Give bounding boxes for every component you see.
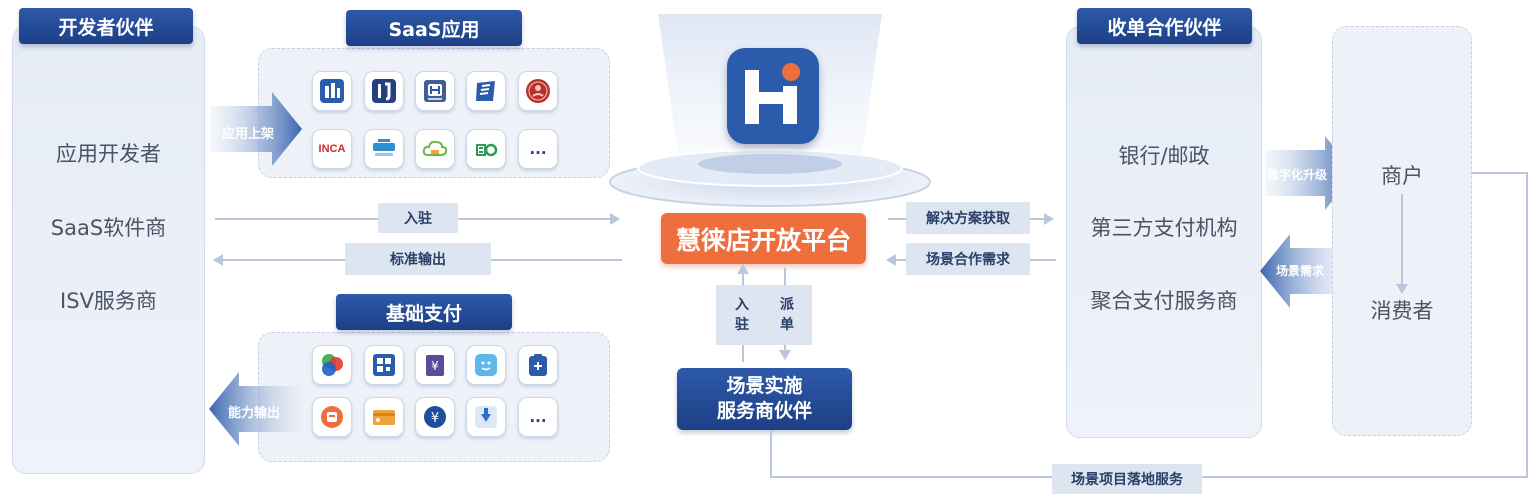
scene-partner-box: 场景实施 服务商伙伴 — [677, 368, 852, 430]
join-flow-arrowhead — [610, 213, 620, 225]
merchant-consumer-line — [1401, 194, 1403, 286]
platform-logo — [727, 48, 819, 144]
basic-payment-header: 基础支付 — [336, 294, 512, 330]
svg-text:¥: ¥ — [431, 359, 439, 373]
scene-coop-arrowhead — [886, 254, 896, 266]
building-app-icon[interactable] — [312, 71, 352, 111]
acquiring-item-aggregator: 聚合支付服务商 — [1090, 289, 1238, 313]
project-service-line-top — [1452, 172, 1528, 174]
scene-partner-line2: 服务商伙伴 — [716, 400, 812, 422]
standard-output-label: 标准输出 — [345, 243, 491, 275]
vertical-join-arrowhead — [737, 264, 749, 274]
digital-upgrade-label: 数字化升级 — [1267, 168, 1328, 182]
join-label: 入驻 — [378, 203, 458, 233]
vertical-dispatch-label: 派 单 — [762, 285, 812, 345]
green-brand-app-icon[interactable] — [466, 129, 506, 169]
developer-item-saas-vendor: SaaS软件商 — [50, 216, 167, 240]
vertical-join-label: 入 驻 — [716, 285, 768, 345]
consumer-label: 消费者 — [1370, 299, 1434, 323]
receipt-icon[interactable] — [312, 397, 352, 437]
capability-output-label: 能力输出 — [228, 406, 281, 421]
scene-demand-label: 场景需求 — [1276, 264, 1325, 278]
inca-app-icon[interactable]: INCA — [312, 129, 352, 169]
scene-coop-label: 场景合作需求 — [906, 243, 1030, 275]
capability-output-arrow — [209, 372, 301, 446]
card-icon[interactable] — [364, 397, 404, 437]
download-icon[interactable] — [466, 397, 506, 437]
acquiring-partners-header: 收单合作伙伴 — [1077, 8, 1252, 44]
h-logo-icon — [745, 63, 800, 124]
developer-partners-header: 开发者伙伴 — [19, 8, 193, 44]
clipboard-plus-icon[interactable] — [518, 345, 558, 385]
acquiring-item-third-party: 第三方支付机构 — [1090, 216, 1238, 240]
merchant-label: 商户 — [1381, 164, 1423, 188]
acquiring-item-bank: 银行/邮政 — [1118, 144, 1210, 168]
rj-app-icon[interactable] — [364, 71, 404, 111]
face-pay-icon[interactable] — [466, 345, 506, 385]
inca-logo-text: INCA — [318, 143, 346, 155]
scene-demand-arrow — [1260, 234, 1350, 308]
qr-code-icon[interactable] — [364, 345, 404, 385]
project-service-line-right — [1526, 172, 1528, 478]
saas-apps-header: SaaS应用 — [346, 10, 522, 46]
yuan-coin-icon[interactable]: ¥ — [415, 397, 455, 437]
developer-partners-panel — [12, 26, 205, 474]
app-listing-arrow — [210, 92, 302, 166]
red-seal-app-icon[interactable] — [518, 71, 558, 111]
more-icon[interactable]: ... — [518, 129, 558, 169]
vertical-dispatch-arrowhead — [779, 350, 791, 360]
scene-partner-line1: 场景实施 — [726, 375, 803, 397]
solution-get-label: 解决方案获取 — [906, 202, 1030, 234]
platform-title: 慧徕店开放平台 — [661, 213, 866, 264]
standard-output-arrowhead — [213, 254, 223, 266]
more-icon[interactable]: ... — [518, 397, 558, 437]
multicolor-pay-icon[interactable] — [312, 345, 352, 385]
book-app-icon[interactable] — [466, 71, 506, 111]
developer-item-app-developer: 应用开发者 — [56, 142, 161, 166]
project-service-label: 场景项目落地服务 — [1052, 464, 1202, 494]
solution-get-arrowhead — [1044, 213, 1054, 225]
svg-text:¥: ¥ — [431, 411, 439, 426]
yuan-doc-icon[interactable]: ¥ — [415, 345, 455, 385]
app-listing-label: 应用上架 — [222, 127, 275, 142]
developer-item-isv: ISV服务商 — [60, 289, 157, 313]
huiguanjia-app-icon[interactable] — [364, 129, 404, 169]
merchant-consumer-arrowhead — [1396, 284, 1408, 294]
smart-h-app-icon[interactable] — [415, 71, 455, 111]
project-service-line-left — [770, 430, 772, 478]
cloud-app-icon[interactable] — [415, 129, 455, 169]
platform-spotlight — [609, 14, 931, 207]
